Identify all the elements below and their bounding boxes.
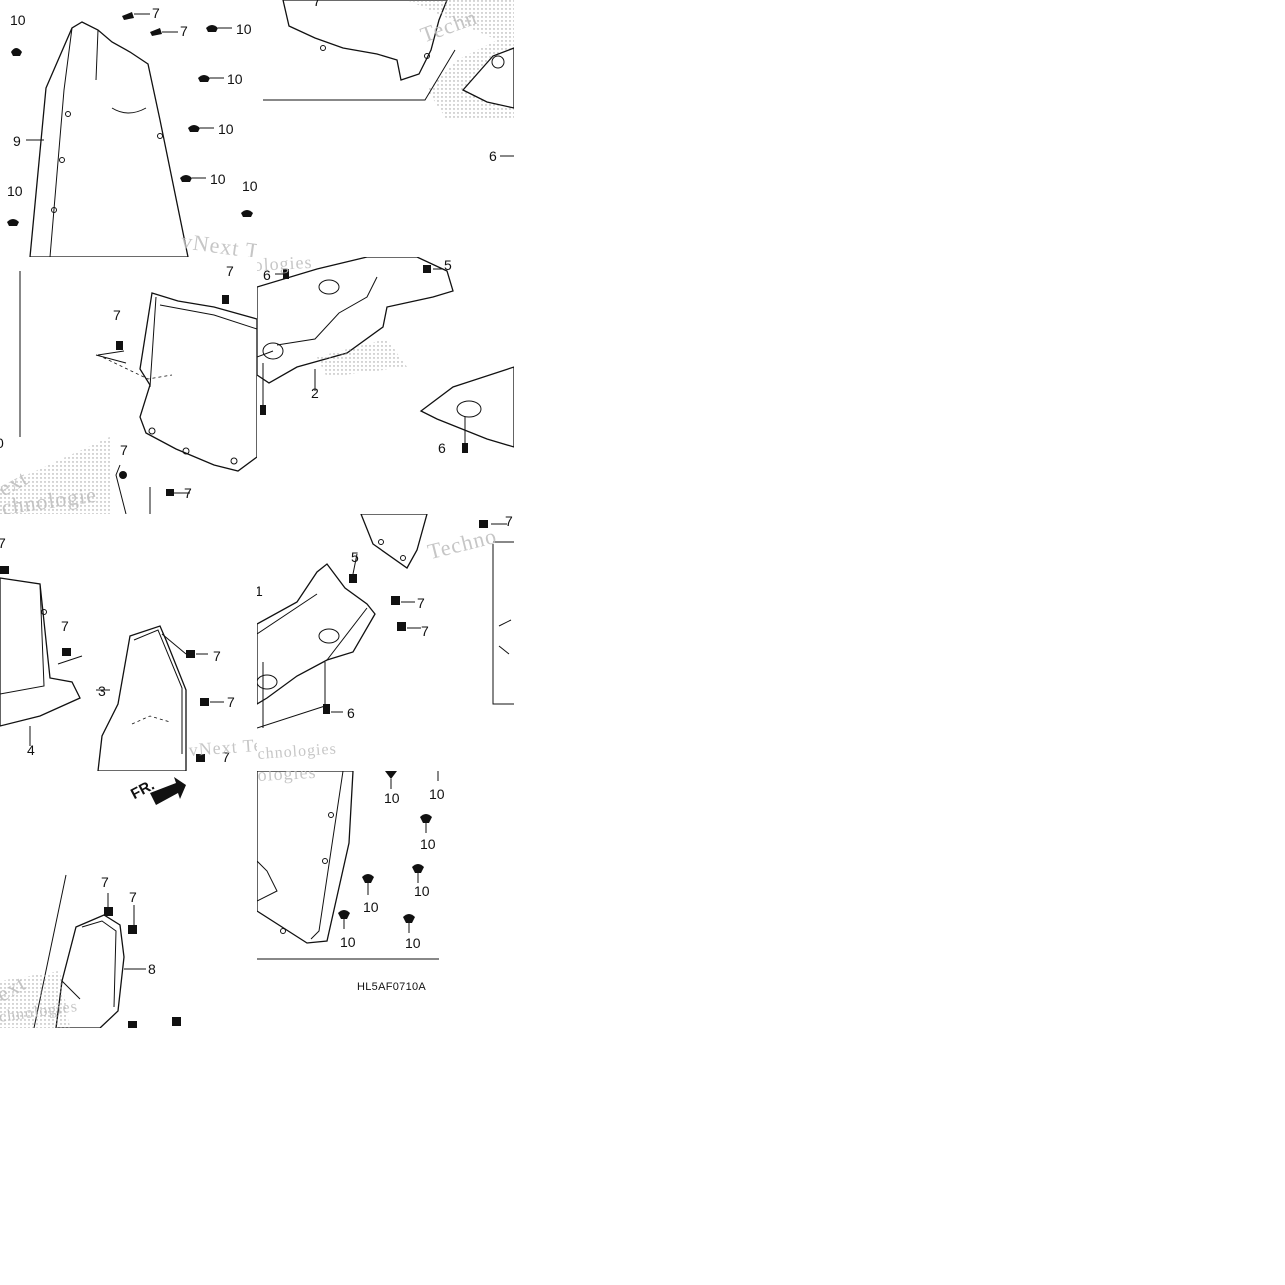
part-9-panel — [29, 21, 189, 257]
callout-10: 10 — [7, 183, 23, 199]
callout-7: 7 — [0, 535, 6, 551]
callout-10: 10 — [414, 883, 430, 899]
callout-7: 7 — [180, 23, 188, 39]
callout-10: 10 — [218, 121, 234, 137]
callout-10: 10 — [236, 21, 252, 37]
callout-7: 7 — [61, 618, 69, 634]
callout-7: 7 — [226, 263, 234, 279]
diagram-tile-panel-8: 7 7 8 ext chnologies — [0, 771, 257, 1028]
diagram-tile-upper-guard: 7 6 Techn — [257, 0, 514, 257]
clip-icon — [104, 907, 181, 1028]
part-6-bracket — [419, 366, 514, 448]
lower-panel-drawing — [257, 771, 439, 960]
callout-7: 7 — [113, 307, 121, 323]
drawing-code: HL5AF0710A — [357, 981, 427, 993]
callout-2: 2 — [311, 385, 319, 401]
callout-10: 10 — [340, 934, 356, 950]
callout-7: 7 — [505, 514, 513, 529]
callout-4: 4 — [27, 742, 35, 758]
part-side-panel — [139, 292, 257, 472]
part-3-panel — [97, 625, 187, 771]
part-upper-guard — [282, 0, 448, 81]
callout-0: 0 — [0, 436, 4, 450]
grommet-icon — [338, 771, 432, 923]
callout-10: 10 — [420, 836, 436, 852]
clip-icon — [122, 12, 162, 36]
callout-7: 7 — [227, 694, 235, 710]
diagram-tile-fender-panel: 10 7 7 10 10 10 9 10 10 10 vNext Tec — [0, 0, 257, 257]
callout-3: 3 — [98, 683, 106, 699]
diagram-tile-side-panel: 7 7 7 7 0 ext chnologie — [0, 257, 257, 514]
diagram-tile-skid-plate: 6 5 2 6 ologies — [257, 257, 514, 514]
callout-7: 7 — [213, 648, 221, 664]
callout-1: 1 — [257, 583, 263, 599]
part-1-skid-plate — [257, 563, 376, 705]
callout-6: 6 — [347, 705, 355, 721]
callout-7: 7 — [101, 874, 109, 890]
panels-3-4-drawing — [0, 566, 224, 771]
front-arrow-icon — [150, 777, 186, 805]
callout-10: 10 — [10, 12, 26, 28]
part-upper-bracket — [360, 514, 428, 569]
callout-10: 10 — [363, 899, 379, 915]
callout-10: 10 — [210, 171, 226, 187]
diagram-tile-lower-panel: 10 10 10 10 10 10 10 10 ologies — [257, 771, 514, 1028]
callout-5: 5 — [444, 257, 452, 273]
callout-9: 9 — [13, 133, 21, 149]
clip-icon — [116, 295, 229, 496]
fender-panel-drawing — [7, 12, 253, 257]
callout-6: 6 — [438, 440, 446, 456]
callout-6: 6 — [489, 148, 497, 164]
callout-7: 7 — [129, 889, 137, 905]
callout-10: 10 — [429, 786, 445, 802]
grommet-icon — [7, 25, 253, 226]
callout-5: 5 — [351, 549, 359, 565]
part-4-panel — [0, 577, 81, 727]
clip-icon — [0, 566, 209, 762]
panel-8-drawing — [0, 777, 186, 1028]
callout-7: 7 — [313, 0, 321, 9]
watermark: vNext Tec — [188, 734, 257, 760]
callout-10: 10 — [384, 790, 400, 806]
watermark: ologies — [257, 257, 313, 275]
part-2-skid-plate — [257, 257, 454, 384]
callout-6: 6 — [263, 267, 271, 283]
callout-10: 10 — [405, 935, 421, 951]
callout-7: 7 — [421, 623, 429, 639]
callout-10: 10 — [227, 71, 243, 87]
side-panel-drawing — [0, 271, 257, 514]
callout-8: 8 — [148, 961, 156, 977]
callout-7: 7 — [152, 5, 160, 21]
skid-plate-1-drawing — [257, 514, 514, 729]
diagram-tile-panels-3-4: 7 7 7 3 7 4 7 vNext Tec — [0, 514, 257, 771]
callout-7: 7 — [120, 442, 128, 458]
callout-10: 10 — [242, 178, 257, 194]
callout-7: 7 — [417, 595, 425, 611]
upper-guard-drawing — [263, 0, 514, 157]
part-lower-panel — [257, 771, 354, 944]
callout-7: 7 — [222, 749, 230, 765]
bolt-icon — [323, 520, 488, 714]
callout-7: 7 — [184, 485, 192, 501]
diagram-tile-skid-plate-1: 5 7 7 1 6 7 Techno chnologies — [257, 514, 514, 771]
skid-plate-drawing — [257, 257, 514, 453]
bolt-icon — [260, 265, 468, 453]
